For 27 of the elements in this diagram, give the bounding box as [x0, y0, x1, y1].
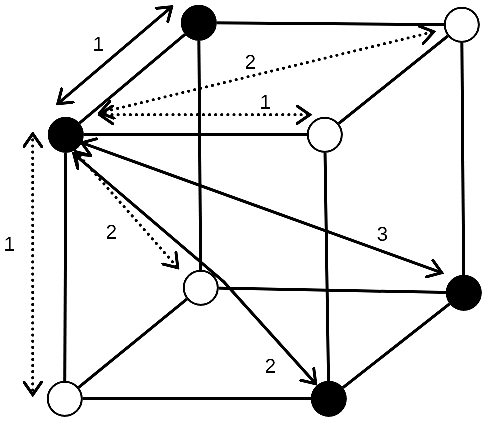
cube-edge-line	[218, 286, 446, 294]
atom-circle	[446, 275, 482, 311]
cube-edge-line	[83, 398, 311, 400]
cube-edge-line	[78, 33, 186, 125]
cube-edge-line	[342, 302, 451, 390]
cube-edge-line	[324, 152, 330, 382]
dotted-double-arrow	[74, 150, 180, 270]
cube-edge-line	[64, 153, 68, 381]
dotted-double-arrow	[98, 24, 436, 120]
cube-edge-line	[460, 43, 466, 275]
cube-edge-line	[84, 134, 307, 136]
atom-circle	[444, 7, 480, 43]
atom-circle	[183, 270, 219, 306]
cube-edge-line	[78, 298, 188, 389]
atom-circle	[307, 117, 343, 153]
atom-circle	[181, 5, 217, 41]
dotted-double-arrow	[98, 104, 312, 126]
atom-circle	[311, 381, 347, 417]
dotted-double-arrow	[22, 132, 44, 396]
atom-circle	[47, 381, 83, 417]
double-arrow	[56, 6, 174, 106]
atom-circle	[48, 117, 84, 153]
double-arrow	[80, 137, 444, 279]
cube-edge-line	[338, 35, 449, 125]
cube-edge-line	[216, 22, 444, 26]
double-arrow	[72, 152, 318, 386]
cube-edge-line	[198, 40, 202, 270]
